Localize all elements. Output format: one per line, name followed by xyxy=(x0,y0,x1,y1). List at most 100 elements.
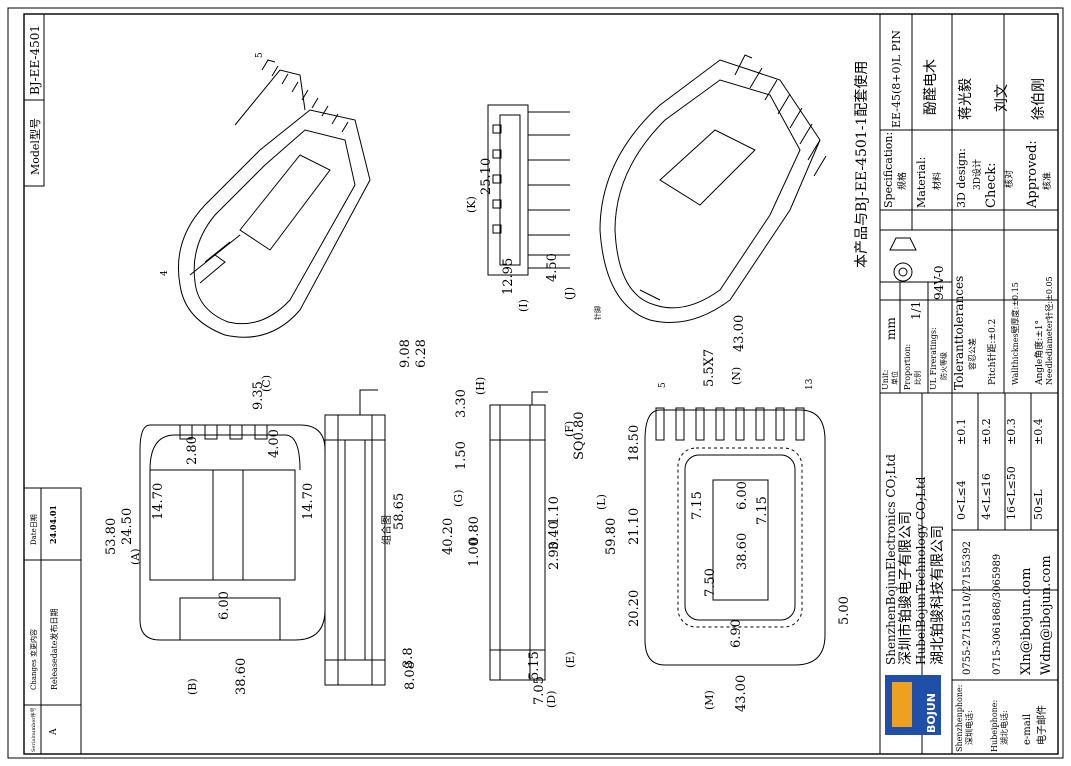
model-box: Model型号 BJ-EE-4501 xyxy=(23,13,45,187)
tol-value-3: ±0.3 xyxy=(1005,418,1018,445)
email-1: Xln@ibojun.com xyxy=(1019,568,1034,675)
design-label-cn: 3D设计 xyxy=(971,159,983,190)
title-block xyxy=(879,13,1059,755)
tol-pitch: Pitch针距:±0.2 xyxy=(986,319,998,385)
assembly-note: 组合图 xyxy=(380,515,393,545)
tolerance-title: Toleranttolerances xyxy=(952,276,966,390)
tol-angle: Angle角度:±1° xyxy=(1033,320,1045,386)
dim-58-65: 58.65 xyxy=(392,493,407,530)
dim-J-label: (J) xyxy=(563,287,576,300)
dim-N: 5.5X7 xyxy=(702,349,717,387)
email-2: Wdm@ibojun.com xyxy=(1039,555,1054,675)
design-value: 蒋光毅 xyxy=(957,78,974,120)
dim-H-label: (H) xyxy=(474,377,487,395)
outer-border xyxy=(7,7,1064,759)
dim-5-00: 5.00 xyxy=(837,596,852,625)
dim-E: 5.15 xyxy=(527,651,542,680)
spec-label-cn: 规格 xyxy=(896,172,908,190)
change-header-date: Date日期 xyxy=(30,514,38,545)
dim-1-10: 1.10 xyxy=(547,496,562,525)
change-header-changes: Changes 变更内容 xyxy=(29,629,38,690)
approved-label: Approved: xyxy=(1025,140,1040,209)
unit-value: mm xyxy=(884,317,898,340)
dim-D: 7.05 xyxy=(532,676,547,705)
dim-2-80: 2.80 xyxy=(185,436,200,465)
dim-14-70-b: 14.70 xyxy=(301,483,316,520)
dim-6-00-b: 6.00 xyxy=(735,481,750,510)
dim-N-label: (N) xyxy=(730,367,743,385)
dim-7-15-b: 7.15 xyxy=(755,496,770,525)
email-label: e-mail xyxy=(1022,714,1033,745)
company-en-1: ShenzhenBojunElectronics CO;Ltd xyxy=(884,454,898,665)
dim-D-label: (D) xyxy=(545,691,558,708)
dim-1-00: 1.00 xyxy=(467,538,482,567)
dim-G-label: (G) xyxy=(452,490,465,507)
proportion-label-cn: 比例 xyxy=(913,371,922,385)
ul-label-cn: 防火等级 xyxy=(939,352,948,380)
dim-14-70-a: 14.70 xyxy=(151,483,166,520)
change-header-no: Serialnumber序号 xyxy=(30,707,37,752)
dim-2-90: 2.90 xyxy=(547,541,562,570)
dim-K-label: (K) xyxy=(465,196,478,213)
check-label-cn: 核对 xyxy=(1003,170,1015,188)
top-view xyxy=(139,424,326,641)
side-view xyxy=(324,389,386,686)
dim-A-label: (A) xyxy=(129,548,142,565)
approved-value: 徐伯刚 xyxy=(1031,78,1047,120)
change-row-date: 24.04.01 xyxy=(48,505,58,544)
bojun-logo: BOJUN xyxy=(885,675,941,735)
dim-1-50: 1.50 xyxy=(454,441,469,470)
tol-range-2: 4<L≤16 xyxy=(980,473,993,520)
check-label: Check: xyxy=(984,162,999,208)
unit-label: Unit: xyxy=(881,370,890,390)
dim-B: 38.60 xyxy=(234,658,249,695)
pin-label-4-iso: 4 xyxy=(160,270,170,276)
dim-M-label: (M) xyxy=(703,690,716,710)
dim-I-label: (I) xyxy=(517,299,530,312)
pin-label-text: 针脚 xyxy=(593,306,602,320)
projection-symbol-icon xyxy=(889,237,917,282)
dim-4-00: 4.00 xyxy=(267,429,282,458)
dim-J: 4.50 xyxy=(545,253,560,282)
dim-7-50: 7.50 xyxy=(703,568,718,597)
dim-0-80: 0.80 xyxy=(467,516,482,545)
pairing-note: 本产品与BJ-EE-4501-1配套使用 xyxy=(853,61,870,268)
approved-label-cn: 核准 xyxy=(1041,172,1053,190)
change-row-no: A xyxy=(49,728,59,736)
logo-text: BOJUN xyxy=(925,693,938,733)
material-label-cn: 材料 xyxy=(931,172,943,190)
dim-3-40: 3.40 xyxy=(547,521,562,550)
hb-phone-label-cn: 湖北电话: xyxy=(999,710,1009,745)
tolerance-title-cn: 容忍公差 xyxy=(967,338,977,370)
tol-range-4: 50≤L xyxy=(1032,489,1045,520)
pin-label-5-iso: 5 xyxy=(255,52,265,58)
proportion-value: 1/1 xyxy=(909,301,923,320)
tol-value-4: ±0.4 xyxy=(1032,418,1045,445)
ul-label: UL Fireratings: xyxy=(929,327,938,390)
dim-A: 24.50 xyxy=(120,508,135,545)
dim-M: 43.00 xyxy=(734,675,749,712)
dim-53-80: 53.80 xyxy=(104,518,119,555)
dim-6-90: 6.90 xyxy=(729,619,744,648)
sz-phone-label-cn: 深圳电话: xyxy=(964,710,974,745)
title-block-text: Specification: 规格 EE-45(8+0)L PIN Materi… xyxy=(881,30,1054,752)
dim-F: SQ0.80 xyxy=(572,411,587,460)
company-cn-1: 深圳市铂骏电子有限公司 xyxy=(897,511,914,665)
pin-label-5-bottom: 5 xyxy=(658,382,668,388)
dim-B-label: (B) xyxy=(186,678,199,695)
check-value: 刘文 xyxy=(994,84,1010,112)
material-label: Material: xyxy=(915,157,928,208)
tol-range-1: 0<L≤4 xyxy=(955,480,968,520)
ul-value: 94V-0 xyxy=(932,265,946,300)
proportion-label: Proportion: xyxy=(903,344,912,390)
unit-label-cn: 单位 xyxy=(890,371,899,385)
dim-H: 3.30 xyxy=(454,389,469,418)
tol-range-3: 16<L≤50 xyxy=(1005,466,1018,520)
model-label: Model型号 xyxy=(28,118,42,175)
hb-phone-label: Hubeiphone: xyxy=(990,700,999,752)
dim-7-15-a: 7.15 xyxy=(690,491,705,520)
dim-38-60-b: 38.60 xyxy=(735,533,750,570)
sz-phone: 0755-27155110/27155392 xyxy=(962,541,973,675)
pin-label-13-bottom: 13 xyxy=(805,378,815,390)
